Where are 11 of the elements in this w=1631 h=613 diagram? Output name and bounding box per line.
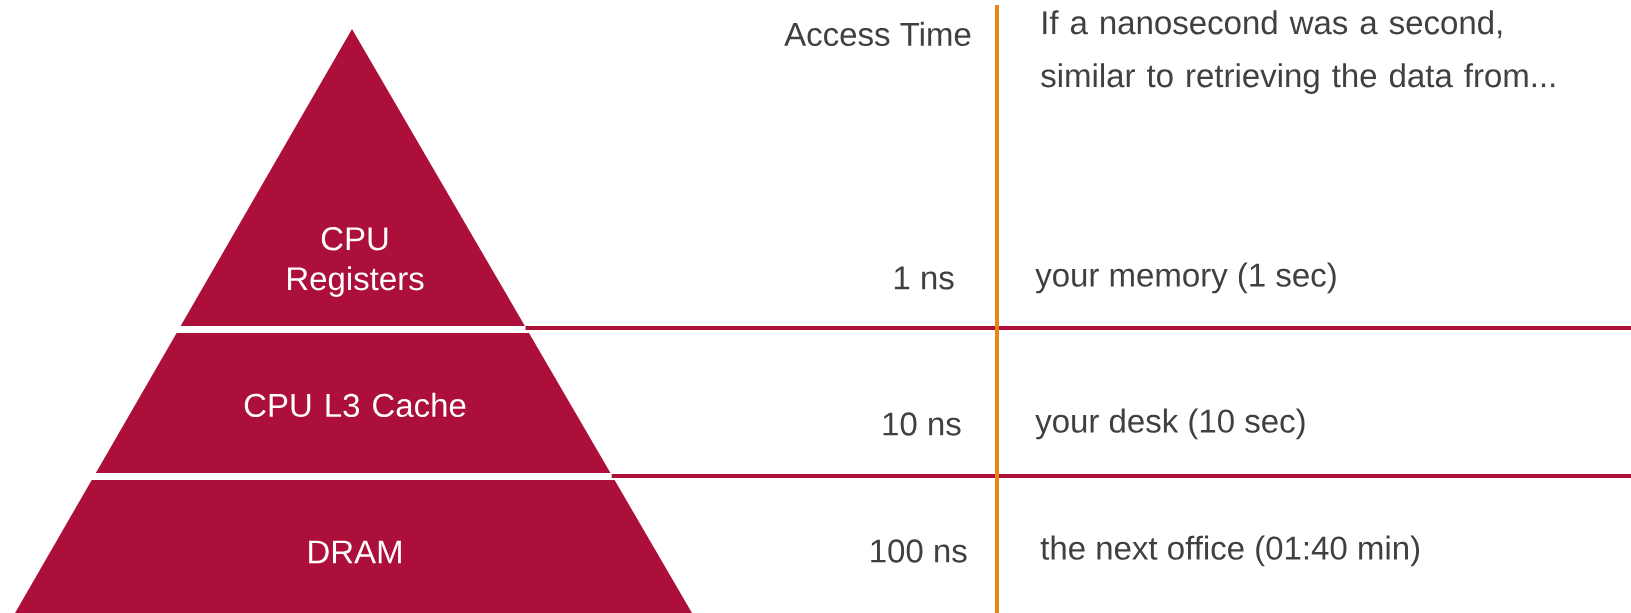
access-time: 100 ns (871, 539, 967, 563)
comparison-text: your desk (10 sec) (1035, 408, 1305, 440)
comparison-text: the next office (01:40 min) (1040, 535, 1420, 567)
access-time: 1 ns (894, 266, 954, 290)
pyramid-tier: CPU Registers (180, 29, 525, 326)
comparison-text: your memory (1 sec) (1035, 262, 1336, 294)
access-time: 10 ns (883, 412, 961, 436)
column-heading: Access Time (784, 21, 971, 47)
pyramid-tier: DRAM (15, 480, 692, 613)
column-heading: If a nanosecond was a second, similar to retrieving the data from... (1041, 10, 1555, 94)
pyramid-tier: CPU L3 Cache (95, 333, 611, 473)
